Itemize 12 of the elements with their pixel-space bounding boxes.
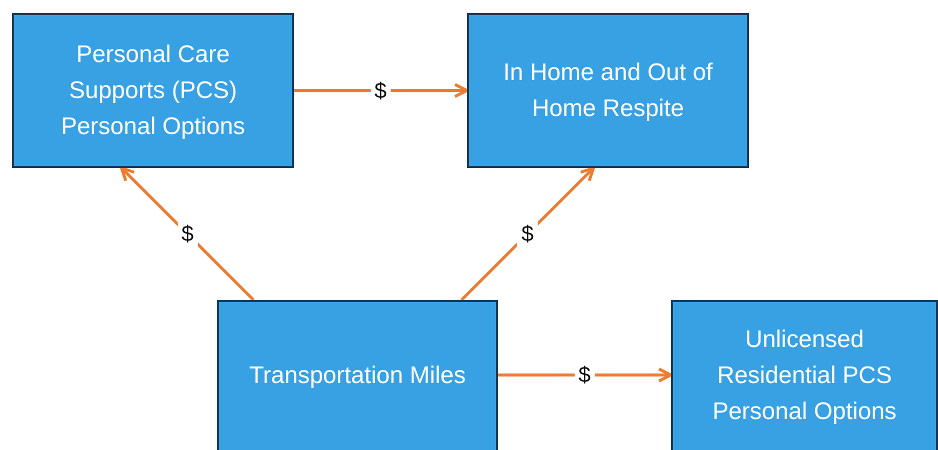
process-box — [12, 13, 294, 168]
edge-label: $ — [517, 220, 538, 248]
arrow — [294, 83, 468, 98]
process-box — [217, 300, 498, 450]
process-box — [671, 300, 938, 450]
box-label: Unlicensed Residential PCS Personal Options — [711, 325, 898, 427]
box-label: Personal Care Supports (PCS) Personal Options — [60, 40, 246, 142]
process-box — [467, 13, 749, 168]
edge-label: $ — [177, 220, 198, 248]
box-label: In Home and Out of Home Respite — [502, 58, 714, 124]
arrow — [498, 368, 672, 382]
box-label: Transportation Miles — [248, 361, 467, 391]
